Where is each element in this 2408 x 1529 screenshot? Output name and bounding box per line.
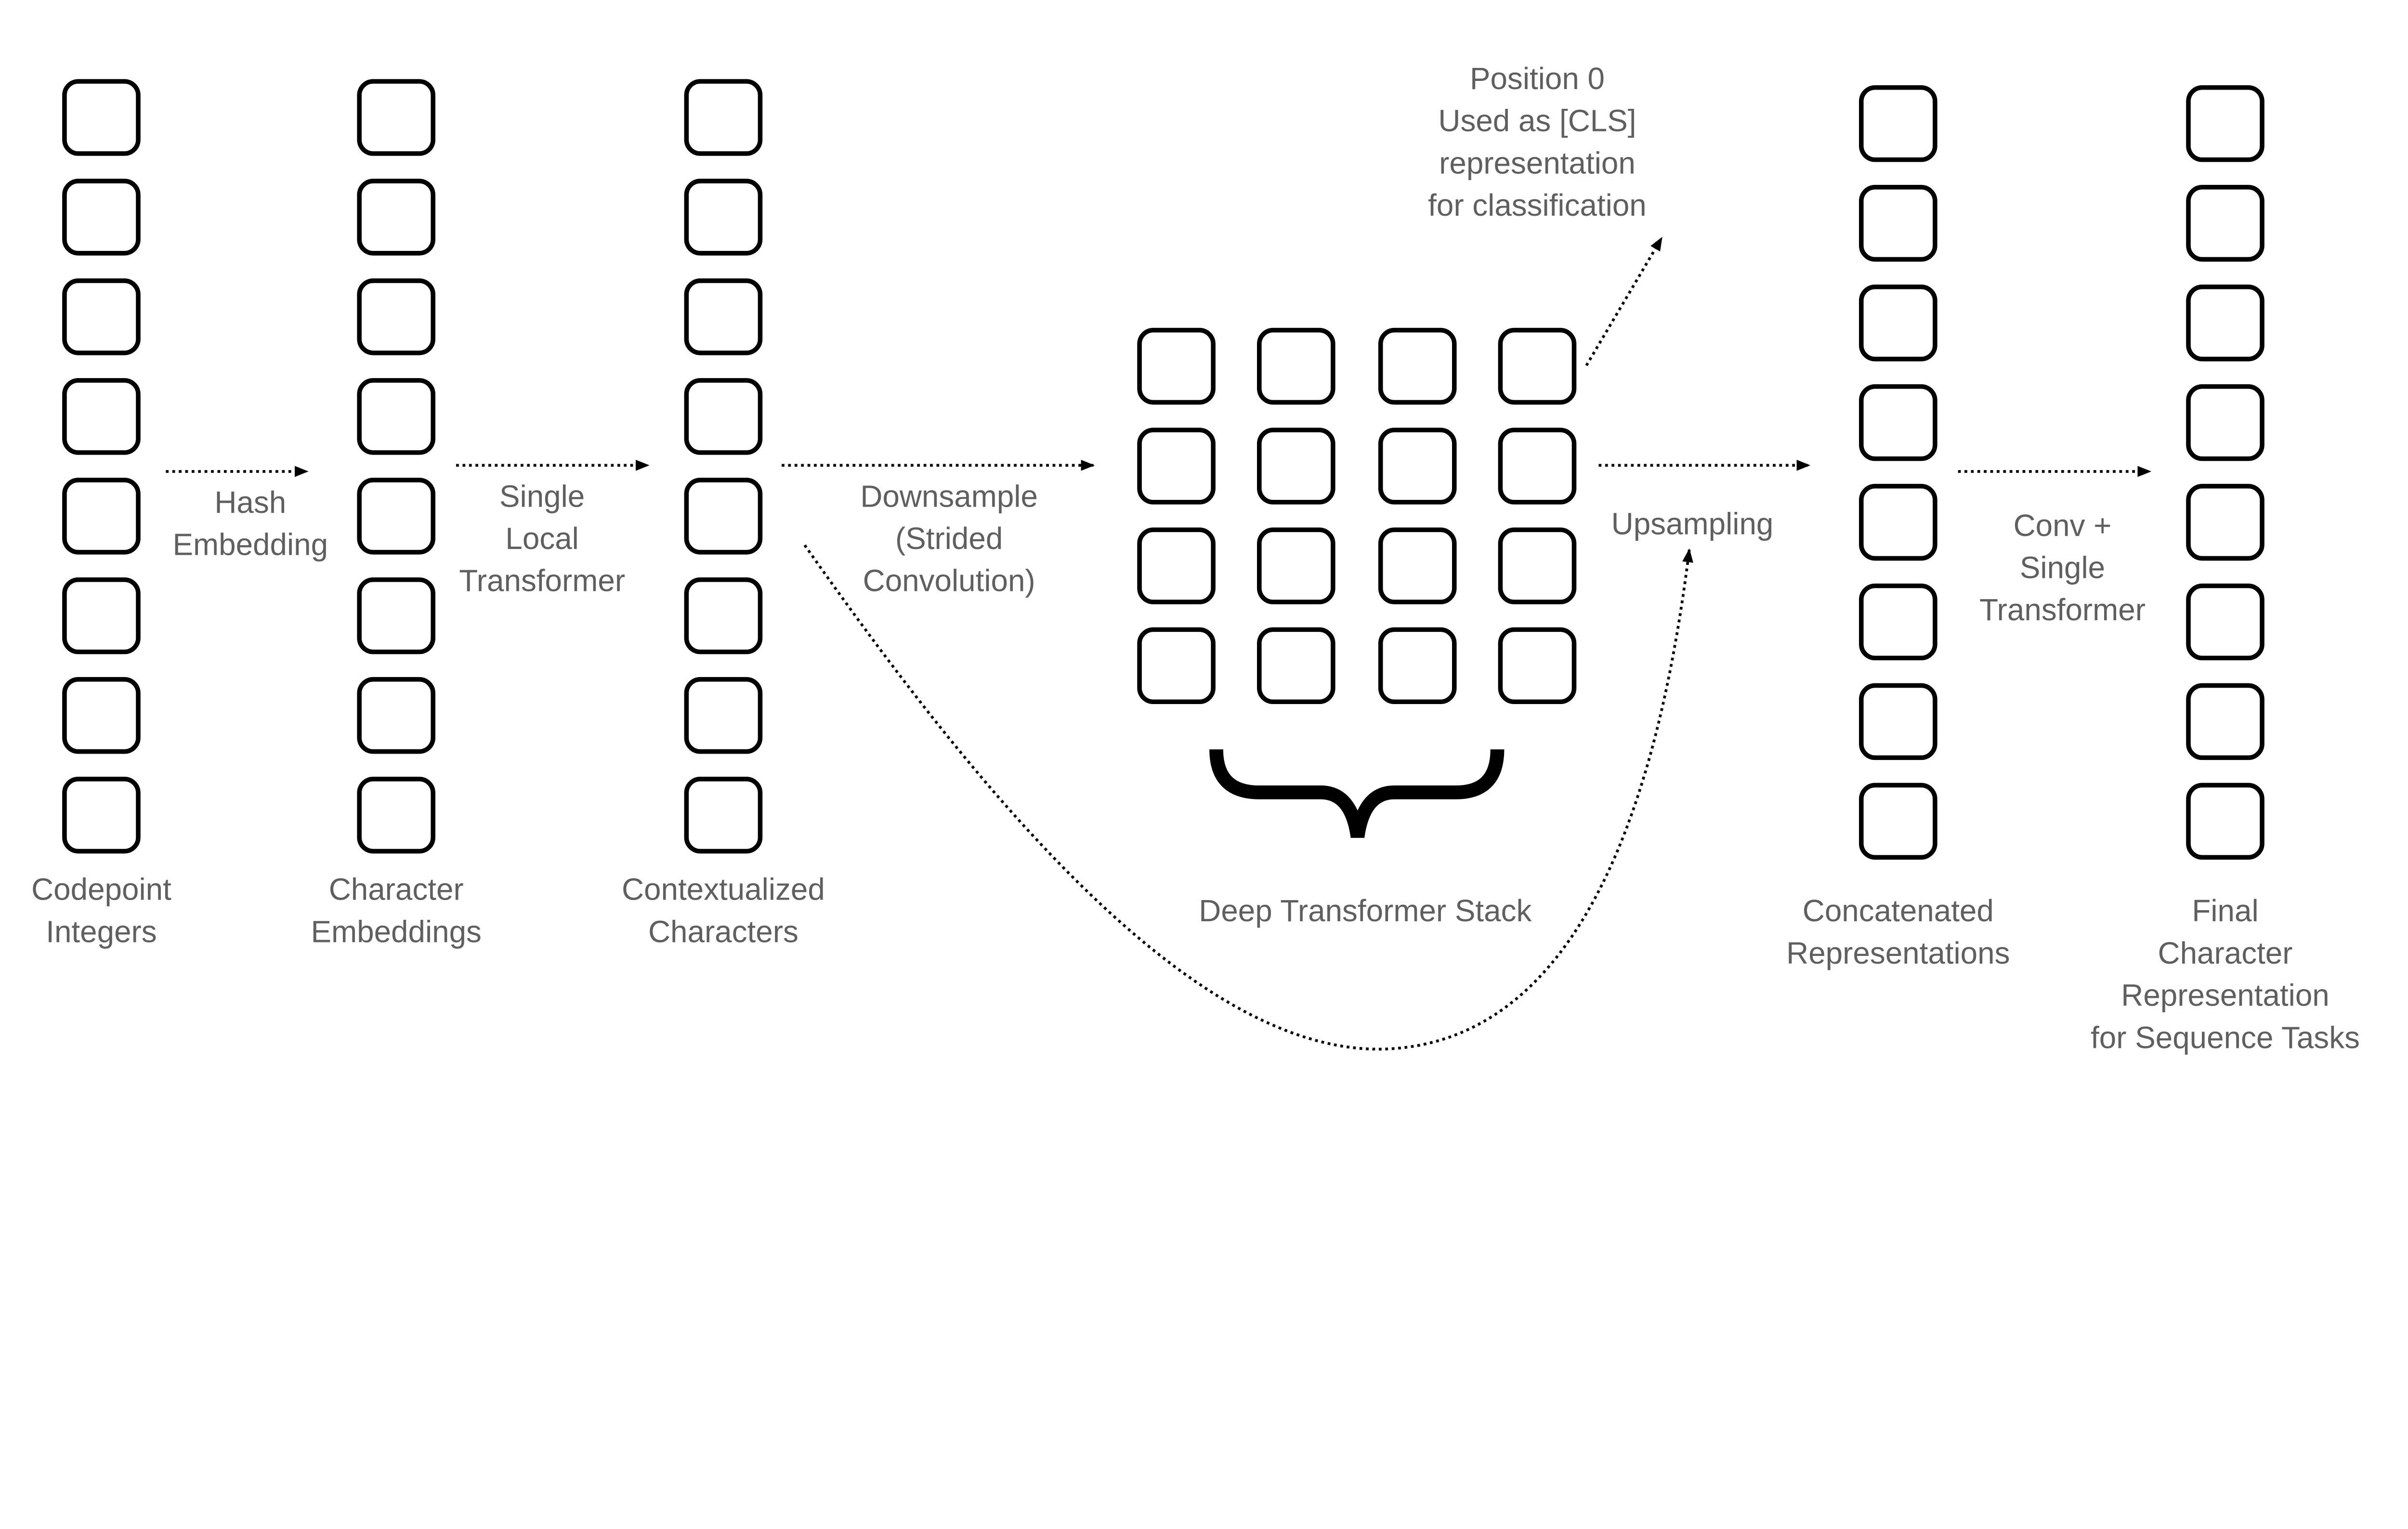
contextual-vector-box: [684, 478, 763, 555]
char-emb-label-line: Embeddings: [311, 914, 481, 949]
stack-cell-box: [1257, 627, 1335, 705]
char-emb-vector-box: [357, 278, 436, 355]
char-emb-vector-box: [357, 79, 436, 156]
char-emb-vector-box: [357, 478, 436, 555]
hash-label-line: Hash: [214, 485, 286, 520]
stack-cell-box: [1257, 327, 1335, 405]
stack-cell-box: [1378, 428, 1457, 505]
final-vector-box: [2186, 683, 2264, 760]
concat-vector-box: [1859, 384, 1937, 461]
concat-vector-box: [1859, 484, 1937, 561]
stack-cell-box: [1498, 627, 1577, 705]
contextual-vector-box: [684, 278, 763, 355]
char-emb-vector-box: [357, 378, 436, 455]
stack-cell-box: [1137, 527, 1216, 604]
final-vector-box: [2186, 583, 2264, 661]
final-vector-box: [2186, 384, 2264, 461]
codepoint-vector-box: [62, 478, 141, 555]
stack-cell-box: [1137, 428, 1216, 505]
final-vector-box: [2186, 184, 2264, 262]
final-label-line: for Sequence Tasks: [2091, 1020, 2360, 1055]
cls-note: Position 0 Used as [CLS] representation for…: [1428, 61, 1647, 222]
stack-cell-box: [1257, 428, 1335, 505]
cls-note-line: Used as [CLS]: [1438, 104, 1636, 138]
upsample-label-line: Upsampling: [1611, 507, 1774, 541]
final-label-line: Final: [2192, 893, 2258, 928]
local-label-line: Transformer: [459, 563, 625, 598]
downsample-label-line: Convolution): [863, 563, 1035, 598]
concat-label-line: Concatenated: [1803, 893, 1994, 928]
stack-cell-box: [1137, 327, 1216, 405]
conv-label-line: Single: [2020, 550, 2105, 585]
final-label-line: Character: [2158, 936, 2293, 970]
stack-cell-box: [1378, 327, 1457, 405]
contextual-vector-box: [684, 577, 763, 654]
concat-vector-box: [1859, 284, 1937, 362]
concat-label-line: Representations: [1786, 936, 2010, 970]
concat-vector-box: [1859, 85, 1937, 162]
final-vector-box: [2186, 284, 2264, 362]
concat-vector-box: [1859, 583, 1937, 661]
final-vector-box: [2186, 484, 2264, 561]
stack-cell-box: [1498, 327, 1577, 405]
final-vector-box: [2186, 783, 2264, 860]
stack-cell-box: [1137, 627, 1216, 705]
local-label-line: Single: [499, 479, 585, 513]
conv-label-line: Conv +: [2014, 508, 2112, 543]
stack-cell-box: [1378, 627, 1457, 705]
codepoint-vector-box: [62, 79, 141, 156]
final-label-line: Representation: [2121, 978, 2329, 1013]
codepoint-vector-box: [62, 278, 141, 355]
cls-note-line: Position 0: [1470, 61, 1605, 96]
char-emb-vector-box: [357, 677, 436, 754]
stack-cell-box: [1378, 527, 1457, 604]
codepoint-label-line: Codepoint: [31, 872, 171, 907]
concat-vector-box: [1859, 683, 1937, 760]
stack-cell-box: [1498, 527, 1577, 604]
stack-cell-box: [1498, 428, 1577, 505]
final-vector-box: [2186, 85, 2264, 162]
codepoint-vector-box: [62, 677, 141, 754]
codepoint-vector-box: [62, 577, 141, 654]
contextual-vector-box: [684, 179, 763, 256]
contextual-vector-box: [684, 378, 763, 455]
contextual-vector-box: [684, 677, 763, 754]
cls-arrow: [1585, 236, 1663, 366]
cls-note-line: representation: [1439, 145, 1636, 180]
concat-vector-box: [1859, 184, 1937, 262]
upsample-label: Upsampling: [1611, 507, 1774, 541]
hash-label-line: Embedding: [172, 527, 328, 562]
codepoint-vector-box: [62, 776, 141, 854]
codepoint-vector-box: [62, 179, 141, 256]
local-label-line: Local: [505, 521, 578, 556]
downsample-label-line: (Strided: [895, 521, 1003, 556]
contextual-vector-box: [684, 776, 763, 854]
codepoint-vector-box: [62, 378, 141, 455]
stack-cell-box: [1257, 527, 1335, 604]
stack-brace: [1209, 749, 1505, 838]
downsample-label-line: Downsample: [860, 479, 1038, 513]
stack-label: Deep Transformer Stack: [1199, 893, 1531, 928]
char-emb-vector-box: [357, 179, 436, 256]
char-emb-vector-box: [357, 776, 436, 854]
char-emb-vector-box: [357, 577, 436, 654]
contextual-label-line: Contextualized: [622, 872, 825, 907]
concat-vector-box: [1859, 783, 1937, 860]
char-emb-label-line: Character: [329, 872, 464, 907]
codepoint-label-line: Integers: [46, 914, 157, 949]
cls-note-line: for classification: [1428, 188, 1647, 222]
conv-label-line: Transformer: [1979, 592, 2146, 627]
contextual-vector-box: [684, 79, 763, 156]
contextual-label-line: Characters: [648, 914, 798, 949]
